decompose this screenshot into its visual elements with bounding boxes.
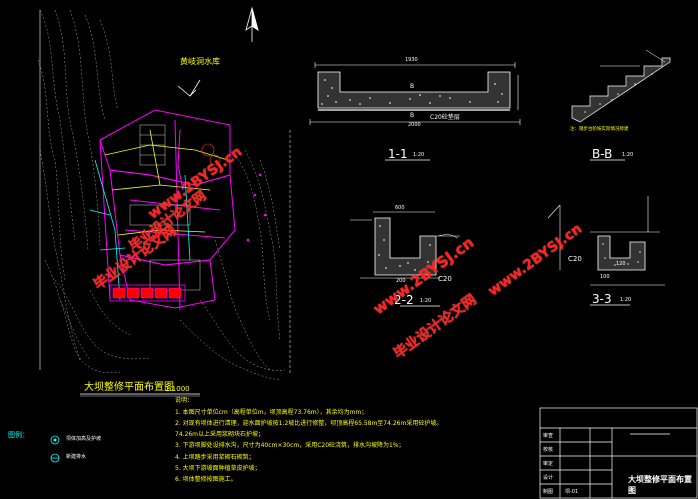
tb-drawing-no: 坝-01 bbox=[565, 489, 579, 495]
section-3-3-drawing bbox=[547, 196, 665, 306]
section-1-1-dim-b: B bbox=[410, 112, 415, 119]
section-2-2-title: 2-2 bbox=[394, 293, 414, 307]
section-b-b-note: 注：踏步台阶按实际情况修建 bbox=[570, 127, 629, 132]
site-plan-scale: 1:1000 bbox=[165, 385, 190, 393]
section-3-3-title: 3-3 bbox=[592, 292, 612, 306]
notes-line-2: 2. 对现有坝体进行清理，迎水面护坡按1:2坡比进行修整，坝顶高程65.58m至… bbox=[175, 420, 443, 427]
section-2-2-drawing bbox=[350, 211, 460, 307]
notes-line-6: 5. 大坝下游坡面种植草皮护坡； bbox=[175, 465, 261, 472]
tb-row-2: 校核 bbox=[543, 447, 554, 453]
section-3-3-dim-a: 120 bbox=[616, 261, 626, 267]
legend-item-1: 坝体加高及护坡 bbox=[66, 436, 102, 442]
north-arrow-icon bbox=[245, 6, 259, 42]
site-plan-title: 大坝整修平面布置图 bbox=[84, 382, 174, 393]
section-2-2-scale: 1:20 bbox=[420, 298, 432, 304]
notes-line-7: 6. 坝体整修按图施工。 bbox=[175, 476, 237, 483]
section-1-1-dim-mid: B bbox=[410, 83, 415, 90]
section-1-1-title: 1-1 bbox=[388, 147, 408, 161]
legend-icons bbox=[50, 435, 60, 463]
notes-line-4: 3. 下游坝脚处设排水沟，尺寸为40cm×30cm，采用C20砼浇筑，排水沟坡降… bbox=[175, 442, 405, 449]
section-1-1-dim-bottom: 2000 bbox=[408, 122, 421, 128]
section-1-1-c20-label: C20砼垫层 bbox=[430, 114, 460, 121]
section-1-1-scale: 1:20 bbox=[413, 152, 425, 158]
section-3-3-c20-label: C20 bbox=[568, 255, 582, 263]
section-3-3-dim-b: 100 bbox=[600, 274, 610, 280]
tb-row-1: 审查 bbox=[543, 433, 554, 439]
tb-row-3: 审定 bbox=[543, 461, 554, 467]
legend-item-2: 新建排水 bbox=[66, 454, 87, 460]
section-3-3-scale: 1:20 bbox=[620, 297, 632, 303]
section-b-b-scale: 1:20 bbox=[622, 152, 634, 158]
section-2-2-dim-bottom: 200 bbox=[396, 278, 406, 284]
site-plan bbox=[37, 9, 291, 397]
section-2-2-dim-top: 600 bbox=[395, 205, 405, 211]
title-block-frame bbox=[539, 407, 698, 499]
tb-row-4: 设计 bbox=[543, 475, 554, 481]
section-2-2-c20-label: C20 bbox=[438, 275, 452, 283]
section-b-b-title: B-B bbox=[592, 147, 613, 161]
notes-line-3: 74.26m以上采用浆砌块石护坡； bbox=[175, 431, 265, 438]
tb-row-5: 制图 bbox=[543, 489, 554, 495]
notes-heading: 说明： bbox=[175, 397, 194, 404]
section-b-b-drawing bbox=[571, 49, 671, 161]
section-1-1-drawing bbox=[309, 62, 521, 161]
tb-project-title: 大坝整修平面布置图 bbox=[628, 475, 692, 495]
notes-line-5: 4. 上坝踏步采用浆砌石砌筑； bbox=[175, 454, 255, 461]
notes-line-1: 1. 本图尺寸单位cm（高程单位m，坝顶高程73.76m），其余均为mm； bbox=[175, 409, 368, 416]
section-1-1-dim-top: 1930 bbox=[405, 57, 418, 63]
reservoir-label: 黄岐洞水库 bbox=[180, 57, 220, 66]
legend-heading: 图例： bbox=[8, 431, 29, 439]
